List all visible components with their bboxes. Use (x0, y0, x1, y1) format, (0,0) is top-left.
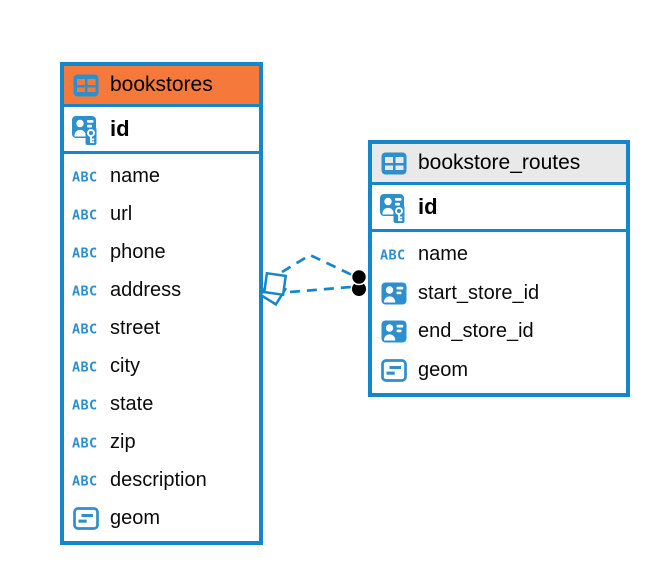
svg-text:ABC: ABC (72, 360, 98, 376)
svg-text:ABC: ABC (380, 247, 406, 263)
person-key-icon (379, 193, 409, 227)
person-icon (379, 320, 409, 343)
person-icon (379, 282, 409, 305)
column-label: name (418, 242, 469, 265)
svg-text:ABC: ABC (72, 207, 98, 223)
table-bookstores-header[interactable]: bookstores (64, 66, 259, 107)
primary-key-row[interactable]: id (64, 107, 259, 154)
column-label: geom (418, 359, 469, 382)
primary-key-label: id (418, 194, 438, 219)
column-label: address (110, 278, 182, 301)
column-row[interactable]: ABC city (64, 347, 259, 385)
text-type-icon: ABC (71, 168, 101, 185)
table-title: bookstores (110, 73, 213, 96)
column-row[interactable]: ABC name (372, 235, 626, 274)
text-type-icon: ABC (71, 434, 101, 452)
table-icon (71, 74, 101, 97)
table-icon (379, 152, 409, 175)
column-label: end_store_id (418, 320, 534, 343)
column-label: start_store_id (418, 281, 540, 304)
column-row[interactable]: ABC state (64, 386, 259, 424)
text-type-icon: ABC (71, 282, 101, 299)
text-type-icon: ABC (71, 396, 101, 414)
table-title: bookstore_routes (418, 151, 581, 174)
svg-text:ABC: ABC (72, 283, 98, 299)
column-row[interactable]: ABC url (64, 195, 259, 233)
column-row[interactable]: ABC description (64, 462, 259, 500)
table-bookstore-routes-header[interactable]: bookstore_routes (372, 144, 626, 185)
column-label: zip (110, 431, 136, 454)
column-row[interactable]: ABC address (64, 271, 259, 309)
text-type-icon: ABC (71, 472, 101, 490)
column-row[interactable]: ABC phone (64, 233, 259, 271)
svg-text:ABC: ABC (72, 436, 98, 452)
relationship-line-upper (281, 253, 353, 277)
column-label: geom (110, 507, 161, 530)
column-row[interactable]: ABC street (64, 309, 259, 347)
text-type-icon: ABC (71, 244, 101, 261)
double-dot-marker (350, 268, 368, 296)
svg-text:ABC: ABC (72, 321, 98, 337)
object-type-icon (71, 507, 101, 531)
text-type-icon: ABC (71, 206, 101, 223)
column-row[interactable]: geom (64, 500, 259, 538)
column-label: city (110, 355, 140, 378)
svg-text:ABC: ABC (72, 169, 98, 185)
column-label: phone (110, 240, 166, 263)
person-key-icon (71, 115, 101, 149)
column-row[interactable]: end_store_id (372, 313, 626, 352)
column-label: street (110, 316, 161, 339)
primary-key-label: id (110, 116, 130, 141)
text-type-icon: ABC (71, 320, 101, 337)
column-row[interactable]: ABC name (64, 157, 259, 195)
relationship-line-lower (289, 285, 352, 294)
column-row[interactable]: start_store_id (372, 274, 626, 313)
primary-key-row[interactable]: id (372, 185, 626, 232)
svg-text:ABC: ABC (72, 245, 98, 261)
diamond-marker (258, 271, 288, 307)
text-type-icon: ABC (71, 358, 101, 376)
svg-text:ABC: ABC (72, 474, 98, 490)
object-type-icon (379, 359, 409, 382)
column-row[interactable]: geom (372, 351, 626, 390)
column-label: state (110, 393, 154, 416)
column-label: name (110, 164, 161, 187)
text-type-icon: ABC (379, 246, 409, 263)
column-label: description (110, 469, 207, 492)
svg-text:ABC: ABC (72, 398, 98, 414)
column-row[interactable]: ABC zip (64, 424, 259, 462)
column-label: url (110, 202, 133, 225)
